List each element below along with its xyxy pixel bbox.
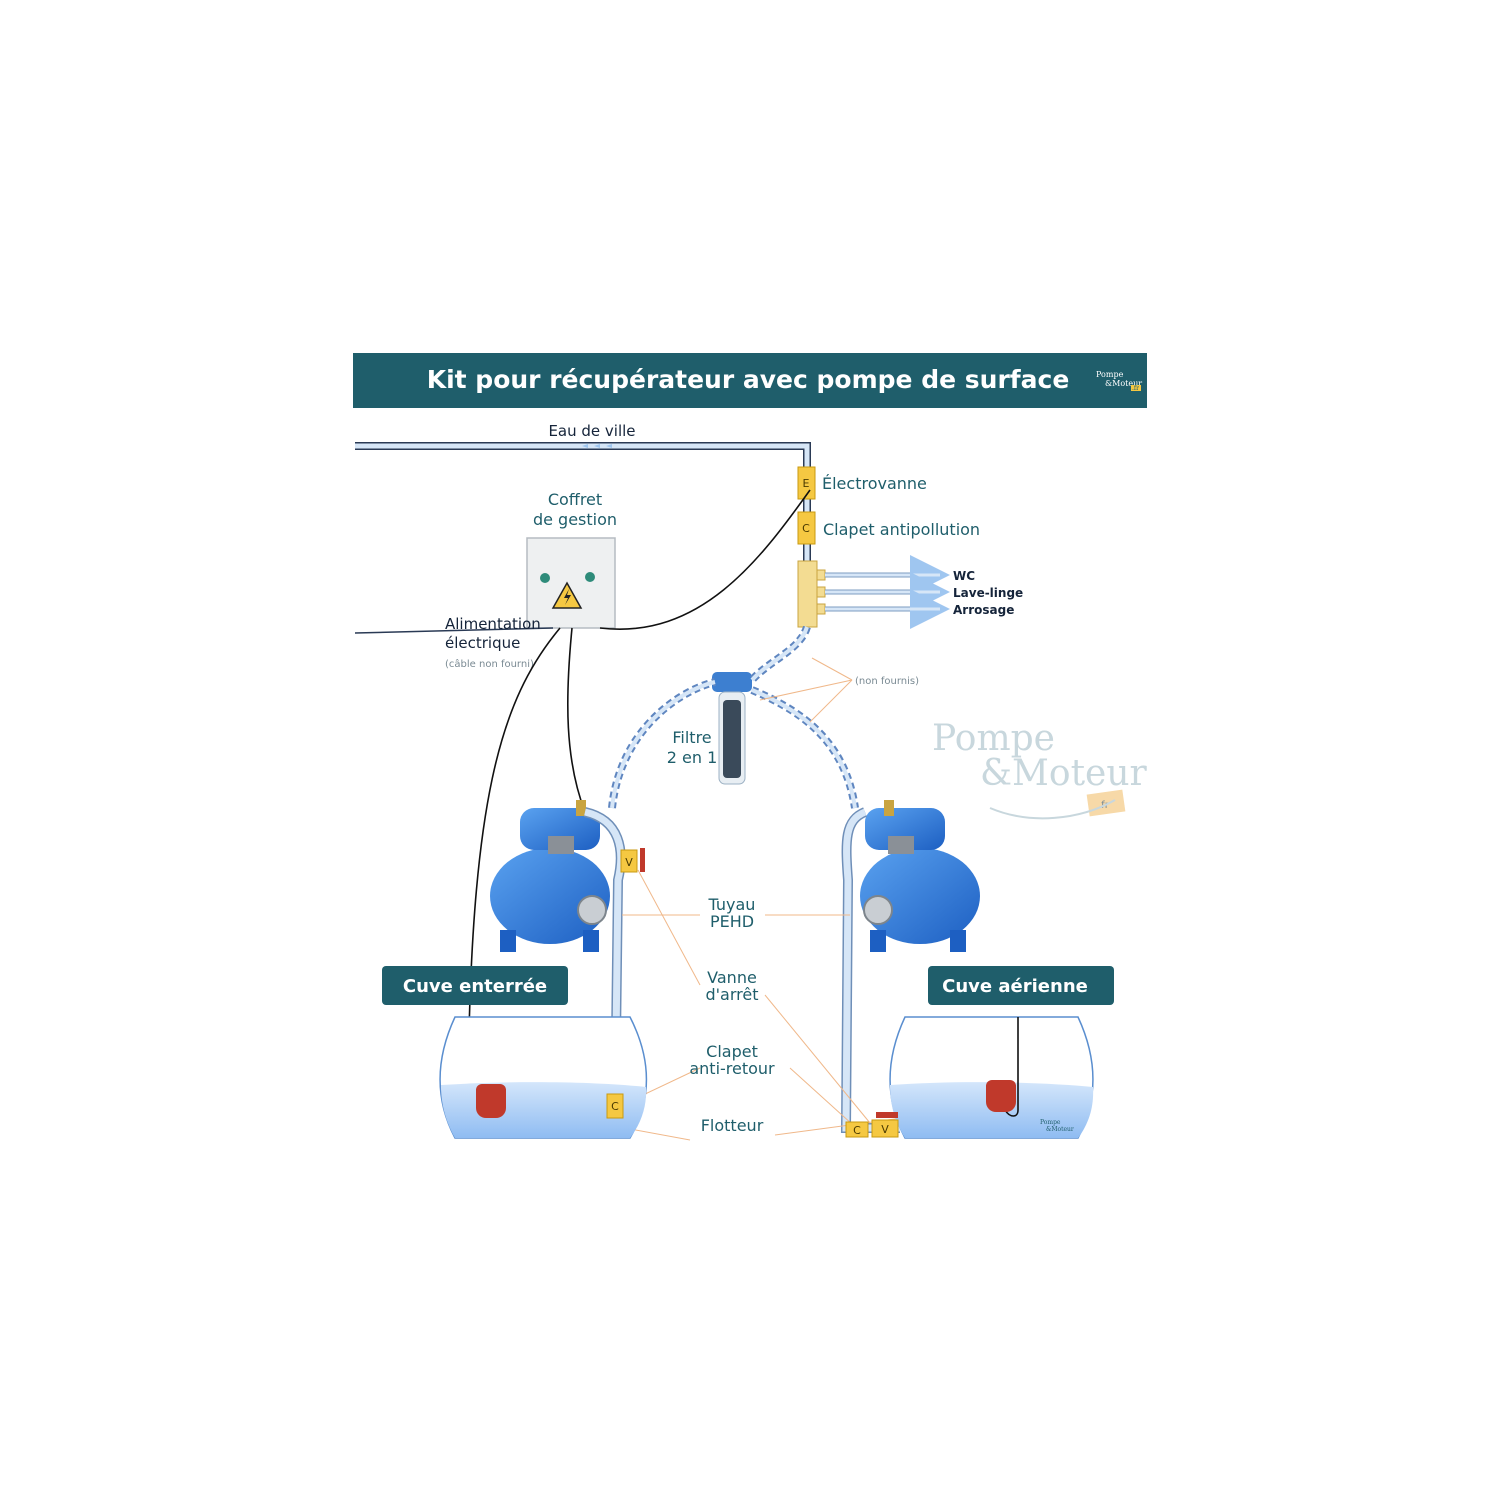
- label-eau-de-ville: Eau de ville: [548, 422, 635, 440]
- watermark-logo: Pompe &Moteur .fr: [932, 718, 1148, 820]
- svg-text:&Moteur: &Moteur: [1046, 1126, 1074, 1133]
- label-clapet-antipollution: Clapet antipollution: [823, 520, 980, 539]
- svg-text:V: V: [625, 856, 633, 869]
- svg-text:.fr: .fr: [1132, 385, 1139, 392]
- clapet-antipollution: C: [797, 511, 816, 545]
- city-water-pipe: [355, 442, 811, 470]
- right-surface-pump: [860, 800, 980, 952]
- svg-text:Cuve aérienne: Cuve aérienne: [942, 976, 1088, 997]
- right-suction-pipe: [840, 807, 900, 1133]
- power-cable: [354, 627, 554, 634]
- label-alimentation-line1: Alimentation: [445, 615, 541, 633]
- header-logo: Pompe &Moteur .fr: [1096, 370, 1142, 392]
- svg-text:&Moteur: &Moteur: [1105, 379, 1142, 388]
- header-banner: Kit pour récupérateur avec pompe de surf…: [353, 353, 1147, 408]
- label-coffret-line1: Coffret: [548, 490, 602, 509]
- label-clapet-line2: anti-retour: [689, 1059, 775, 1078]
- label-coffret-line2: de gestion: [533, 510, 617, 529]
- label-vanne-line2: d'arrêt: [706, 985, 759, 1004]
- svg-text:C: C: [853, 1124, 861, 1137]
- flexible-hoses: [608, 625, 859, 809]
- output-pipes: [825, 555, 950, 629]
- label-vanne-line1: Vanne: [707, 968, 757, 987]
- svg-text:Cuve enterrée: Cuve enterrée: [403, 976, 547, 997]
- indicator-light: [540, 573, 550, 583]
- left-tank: [439, 1016, 648, 1139]
- svg-text:&Moteur: &Moteur: [980, 753, 1148, 794]
- indicator-light: [585, 572, 595, 582]
- label-tuyau-line1: Tuyau: [708, 895, 756, 914]
- right-check-valve: C: [845, 1121, 869, 1138]
- control-box: [526, 537, 616, 629]
- svg-text:E: E: [803, 477, 810, 490]
- label-non-fournis: (non fournis): [855, 676, 919, 687]
- label-alimentation-note: (câble non fourni): [445, 658, 534, 670]
- left-float-switch: [476, 1084, 506, 1118]
- svg-text:V: V: [881, 1123, 889, 1136]
- badge-cuve-aerienne: Cuve aérienne: [928, 966, 1114, 1005]
- label-flotteur: Flotteur: [701, 1116, 764, 1135]
- right-stop-valve: V: [871, 1112, 899, 1138]
- label-electrovanne: Électrovanne: [822, 474, 927, 493]
- output-arrosage: Arrosage: [953, 603, 1014, 617]
- svg-text:Pompe: Pompe: [1096, 370, 1124, 379]
- right-tank: Pompe &Moteur: [889, 1016, 1094, 1139]
- svg-text:Pompe: Pompe: [1040, 1119, 1061, 1126]
- label-tuyau-line2: PEHD: [710, 912, 754, 931]
- filter-2-en-1: [712, 672, 752, 785]
- label-clapet-line1: Clapet: [706, 1042, 758, 1061]
- svg-text:Pompe: Pompe: [932, 718, 1055, 759]
- label-filtre-line2: 2 en 1: [667, 748, 718, 767]
- left-suction-pipe: [583, 807, 626, 1121]
- page-title: Kit pour récupérateur avec pompe de surf…: [427, 365, 1070, 394]
- svg-text:C: C: [611, 1100, 619, 1113]
- left-stop-valve: V: [620, 848, 645, 873]
- label-filtre-line1: Filtre: [672, 728, 711, 747]
- leader-lines-non-fournis: [759, 657, 853, 723]
- svg-text:C: C: [802, 522, 810, 535]
- electrovanne: E: [797, 466, 816, 500]
- badge-cuve-enterree: Cuve enterrée: [382, 966, 568, 1005]
- distribution-manifold: [797, 560, 826, 628]
- right-float-switch: [986, 1080, 1016, 1112]
- left-surface-pump: [490, 800, 610, 952]
- label-alimentation-line2: électrique: [445, 634, 520, 652]
- left-check-valve: C: [606, 1093, 624, 1119]
- output-lave-linge: Lave-linge: [953, 586, 1023, 600]
- output-wc: WC: [953, 569, 975, 583]
